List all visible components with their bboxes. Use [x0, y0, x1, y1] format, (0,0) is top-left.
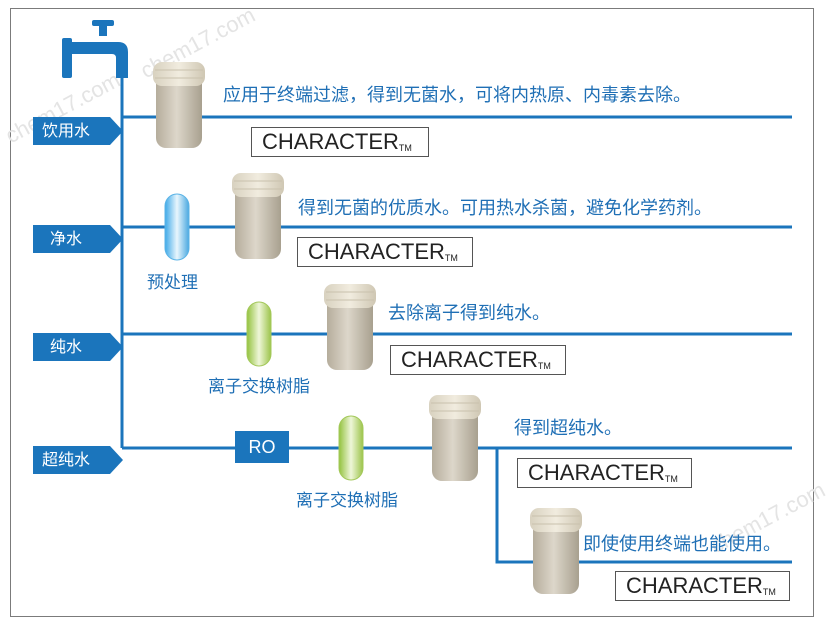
tag-arrow-2	[33, 225, 123, 253]
pretreatment-capsule	[164, 193, 190, 261]
product-box-2: CHARACTERTM	[297, 237, 473, 267]
product-name: CHARACTER	[308, 239, 445, 264]
product-box-3: CHARACTERTM	[390, 345, 566, 375]
tag-drinking-water: 饮用水	[42, 121, 91, 140]
filter-cartridge-2	[231, 172, 285, 260]
product-box-5: CHARACTERTM	[615, 571, 790, 601]
filter-cartridge-4	[428, 394, 482, 482]
desc-row-2: 得到无菌的优质水。可用热水杀菌，避免化学药剂。	[298, 198, 712, 219]
tag-arrow-3	[33, 333, 123, 361]
desc-row-4: 得到超纯水。	[514, 418, 622, 439]
desc-row-5: 即使使用终端也能使用。	[583, 534, 781, 555]
stage-pretreatment: 预处理	[147, 273, 198, 293]
ro-unit: RO	[235, 431, 289, 463]
product-name: CHARACTER	[626, 573, 763, 598]
trademark: TM	[537, 361, 551, 371]
filter-cartridge-3	[323, 283, 377, 371]
filter-cartridge-1	[152, 61, 206, 149]
filter-cartridge-5	[529, 507, 583, 595]
tag-pure-water: 纯水	[50, 337, 83, 356]
pipe-branch	[495, 448, 792, 564]
desc-row-3: 去除离子得到纯水。	[388, 303, 550, 324]
diagram-frame	[10, 8, 814, 617]
product-box-4: CHARACTERTM	[517, 458, 692, 488]
product-name: CHARACTER	[528, 460, 665, 485]
tag-ultrapure-water: 超纯水	[42, 450, 91, 469]
stage-ion-exchange-2: 离子交换树脂	[296, 491, 398, 511]
product-box-1: CHARACTERTM	[251, 127, 429, 157]
trademark: TM	[444, 253, 458, 263]
stage-ion-exchange-1: 离子交换树脂	[208, 377, 310, 397]
trademark: TM	[762, 587, 776, 597]
product-name: CHARACTER	[262, 129, 399, 154]
tag-arrow-4	[33, 446, 123, 474]
tag-clean-water: 净水	[50, 229, 83, 248]
faucet-icon	[62, 20, 128, 78]
product-name: CHARACTER	[401, 347, 538, 372]
trademark: TM	[398, 143, 412, 153]
trademark: TM	[664, 474, 678, 484]
desc-row-1: 应用于终端过滤，得到无菌水，可将内热原、内毒素去除。	[223, 85, 691, 106]
resin-capsule-2	[338, 415, 364, 481]
tag-arrow-1	[33, 117, 123, 145]
resin-capsule-1	[246, 301, 272, 367]
